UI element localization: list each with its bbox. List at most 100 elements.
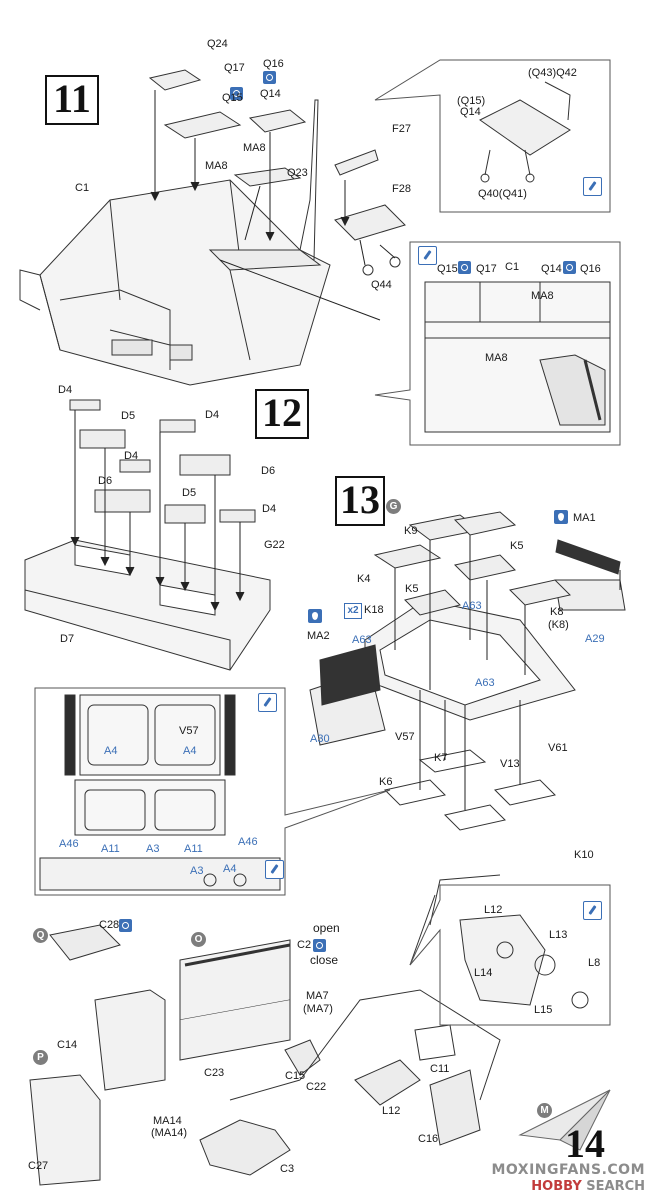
label-k10: K10: [574, 849, 594, 861]
label-c22: C22: [306, 1081, 327, 1093]
label-v57: V57: [395, 731, 415, 743]
paint-icon: [583, 901, 602, 920]
detail-label-a11-2: A11: [184, 843, 203, 855]
label-k4: K4: [357, 573, 371, 585]
label-d4-2: D4: [205, 409, 220, 421]
step13-arrows: [394, 535, 621, 810]
label-d6-1: D6: [261, 465, 276, 477]
label-q44: Q44: [371, 279, 392, 291]
step12-hatches: [69, 399, 256, 524]
label-a29: A29: [585, 633, 605, 645]
turnable-icon: [263, 71, 276, 84]
label-l14: L14: [474, 967, 493, 979]
step11-plates: [148, 69, 406, 276]
label-ma2: MA2: [307, 630, 330, 642]
interior-label-ma8-right: MA8: [531, 290, 554, 302]
label-c15: C15: [285, 1070, 306, 1082]
interior-label-q16: Q16: [580, 263, 601, 275]
x2-icon: x2: [344, 603, 362, 619]
label-ma7: MA7: [306, 990, 329, 1002]
detail-label-a46-1: A46: [59, 838, 79, 850]
label-d7: D7: [60, 633, 75, 645]
label-l13: L13: [549, 929, 568, 941]
label-open: open: [313, 921, 340, 935]
paint-icon: [265, 860, 284, 879]
detail-label-a11-1: A11: [101, 843, 120, 855]
label-a30: A30: [310, 733, 330, 745]
label-k8: K8: [550, 606, 564, 618]
detail-label-a3-1: A3: [146, 843, 160, 855]
detail-interior-art: [424, 281, 611, 433]
marker-G: G: [386, 499, 401, 514]
label-c28: C28: [99, 919, 120, 931]
step-13-number: 13: [335, 476, 385, 526]
label-k9: K9: [404, 525, 418, 537]
paper-plane-logo: [518, 1089, 611, 1151]
label-c2: C2: [297, 939, 312, 951]
watermark-hobby: HOBBY: [531, 1179, 582, 1194]
label-c11: C11: [430, 1063, 450, 1075]
label-ma14: MA14: [153, 1115, 182, 1127]
turnable-icon: [458, 261, 471, 274]
label-q15: Q15: [222, 92, 243, 104]
label-q17: Q17: [224, 62, 245, 74]
label-k5-1: K5: [510, 540, 524, 552]
paint-icon: [418, 246, 437, 265]
label-close: close: [310, 953, 339, 967]
label-v13: V13: [500, 758, 520, 770]
turnable-icon: [313, 939, 326, 952]
label-c16: C16: [418, 1133, 439, 1145]
interior-label-q15: Q15: [437, 263, 458, 275]
marker-P: P: [33, 1050, 48, 1065]
step11-hull: [19, 99, 331, 386]
label-q16: Q16: [263, 58, 284, 70]
label-c3: C3: [280, 1163, 295, 1175]
interior-label-q17: Q17: [476, 263, 497, 275]
label-k7: K7: [434, 752, 448, 764]
label-c27: C27: [28, 1160, 49, 1172]
label-q23: Q23: [287, 167, 308, 179]
label-ma14-paren: (MA14): [151, 1127, 188, 1139]
label-k8-paren: (K8): [548, 619, 569, 631]
paint-icon: [583, 177, 602, 196]
label-q24: Q24: [207, 38, 228, 50]
label-d4-4: D4: [262, 503, 277, 515]
label-d4-3: D4: [124, 450, 139, 462]
watermark-search: SEARCH: [581, 1179, 645, 1194]
interior-label-c1: C1: [505, 261, 520, 273]
label-k5-2: K5: [405, 583, 419, 595]
label-ma7-paren: (MA7): [303, 1003, 333, 1015]
label-ma8-right: MA8: [243, 142, 266, 154]
label-l12-1: L12: [484, 904, 503, 916]
label-c1: C1: [75, 182, 90, 194]
turnable-icon: [563, 261, 576, 274]
marker-O: O: [191, 932, 206, 947]
label-d6-2: D6: [98, 475, 113, 487]
detail-label-q43-q42: (Q43)Q42: [528, 67, 577, 79]
label-k18: K18: [364, 604, 384, 616]
detail-label-v57: V57: [179, 725, 199, 737]
label-l15: L15: [534, 1004, 553, 1016]
detail-label-a46-2: A46: [238, 836, 258, 848]
label-l8: L8: [588, 957, 601, 969]
detail-label-a3-2: A3: [190, 865, 204, 877]
step14-parts: [29, 874, 589, 1186]
label-a63-2: A63: [352, 634, 372, 646]
label-c14: C14: [57, 1039, 78, 1051]
marker-Q: Q: [33, 928, 48, 943]
interior-label-q14: Q14: [541, 263, 562, 275]
detail-step14-frame: [409, 884, 611, 1026]
watermark-moxingfans: MOXINGFANS.COM: [491, 1162, 645, 1178]
step-11-number: 11: [45, 75, 99, 125]
detail-label-a4-1: A4: [104, 745, 118, 757]
detail-label-a4-3: A4: [223, 863, 237, 875]
detail-label-q15: (Q15): [457, 95, 486, 107]
label-v61: V61: [548, 742, 568, 754]
label-d5-1: D5: [121, 410, 136, 422]
label-f28: F28: [392, 183, 411, 195]
detail-label-q40-q41: Q40(Q41): [478, 188, 527, 200]
interior-label-ma8-center: MA8: [485, 352, 508, 364]
label-ma8-left: MA8: [205, 160, 228, 172]
label-a63-1: A63: [462, 600, 482, 612]
